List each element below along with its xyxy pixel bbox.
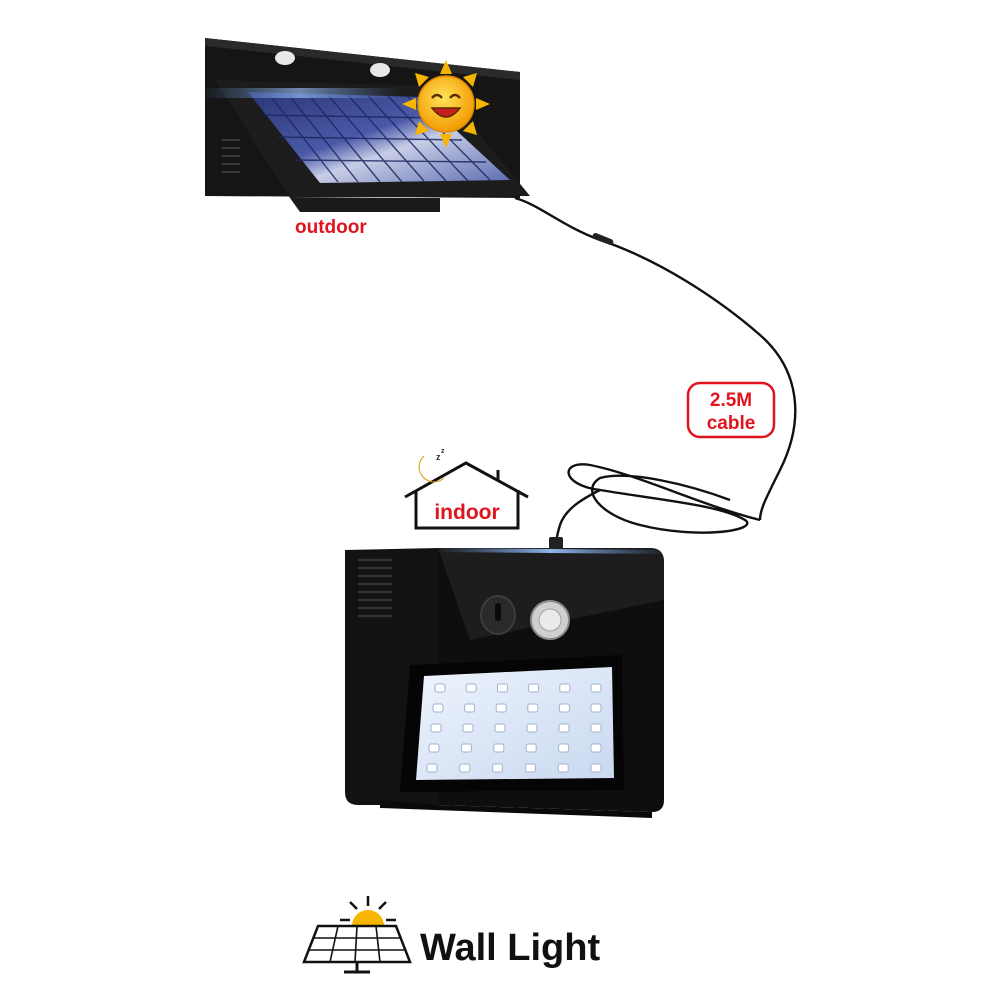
led-panel [416, 667, 614, 780]
led-chip [590, 723, 602, 733]
led-chip [590, 743, 602, 753]
led-chip [465, 683, 477, 693]
house-outline-icon [404, 461, 529, 530]
cable [514, 196, 797, 546]
motion-sensor [530, 600, 570, 640]
led-chip [558, 703, 570, 713]
led-chip [590, 763, 602, 773]
led-chip [492, 763, 504, 773]
led-chip [426, 763, 438, 773]
led-chip [428, 743, 440, 753]
led-chip [524, 763, 536, 773]
led-chip [432, 703, 444, 713]
led-chip [528, 683, 540, 693]
sleeping-moon-icon: z z [418, 448, 445, 483]
led-chip [493, 743, 505, 753]
led-chip [434, 683, 446, 693]
solar-panel-unit [200, 38, 530, 212]
product-title: Wall Light [420, 927, 600, 969]
led-chip [459, 763, 471, 773]
led-chip [590, 683, 602, 693]
outdoor-label: outdoor [295, 217, 367, 238]
smiling-sun-icon [402, 60, 490, 148]
led-chip [525, 743, 537, 753]
cable-length-value: 2.5M [710, 390, 752, 411]
svg-text:z: z [441, 448, 445, 455]
solar-panel-sun-icon [302, 896, 412, 974]
led-chip [494, 723, 506, 733]
cable-length-unit: cable [707, 413, 756, 434]
indoor-label: indoor [434, 501, 499, 524]
led-chip [495, 703, 507, 713]
led-chip [559, 683, 571, 693]
led-chip [462, 723, 474, 733]
led-chip [557, 763, 569, 773]
wall-light-unit [345, 548, 667, 818]
led-chip [430, 723, 442, 733]
led-chip [460, 743, 472, 753]
led-chip [496, 683, 508, 693]
power-switch [480, 595, 516, 635]
cable-length-badge: 2.5M cable [686, 381, 776, 439]
led-chip [527, 703, 539, 713]
svg-text:z: z [436, 452, 441, 462]
led-chip [558, 723, 570, 733]
led-chip [590, 703, 602, 713]
led-chip [526, 723, 538, 733]
led-chip [464, 703, 476, 713]
led-chip [558, 743, 570, 753]
